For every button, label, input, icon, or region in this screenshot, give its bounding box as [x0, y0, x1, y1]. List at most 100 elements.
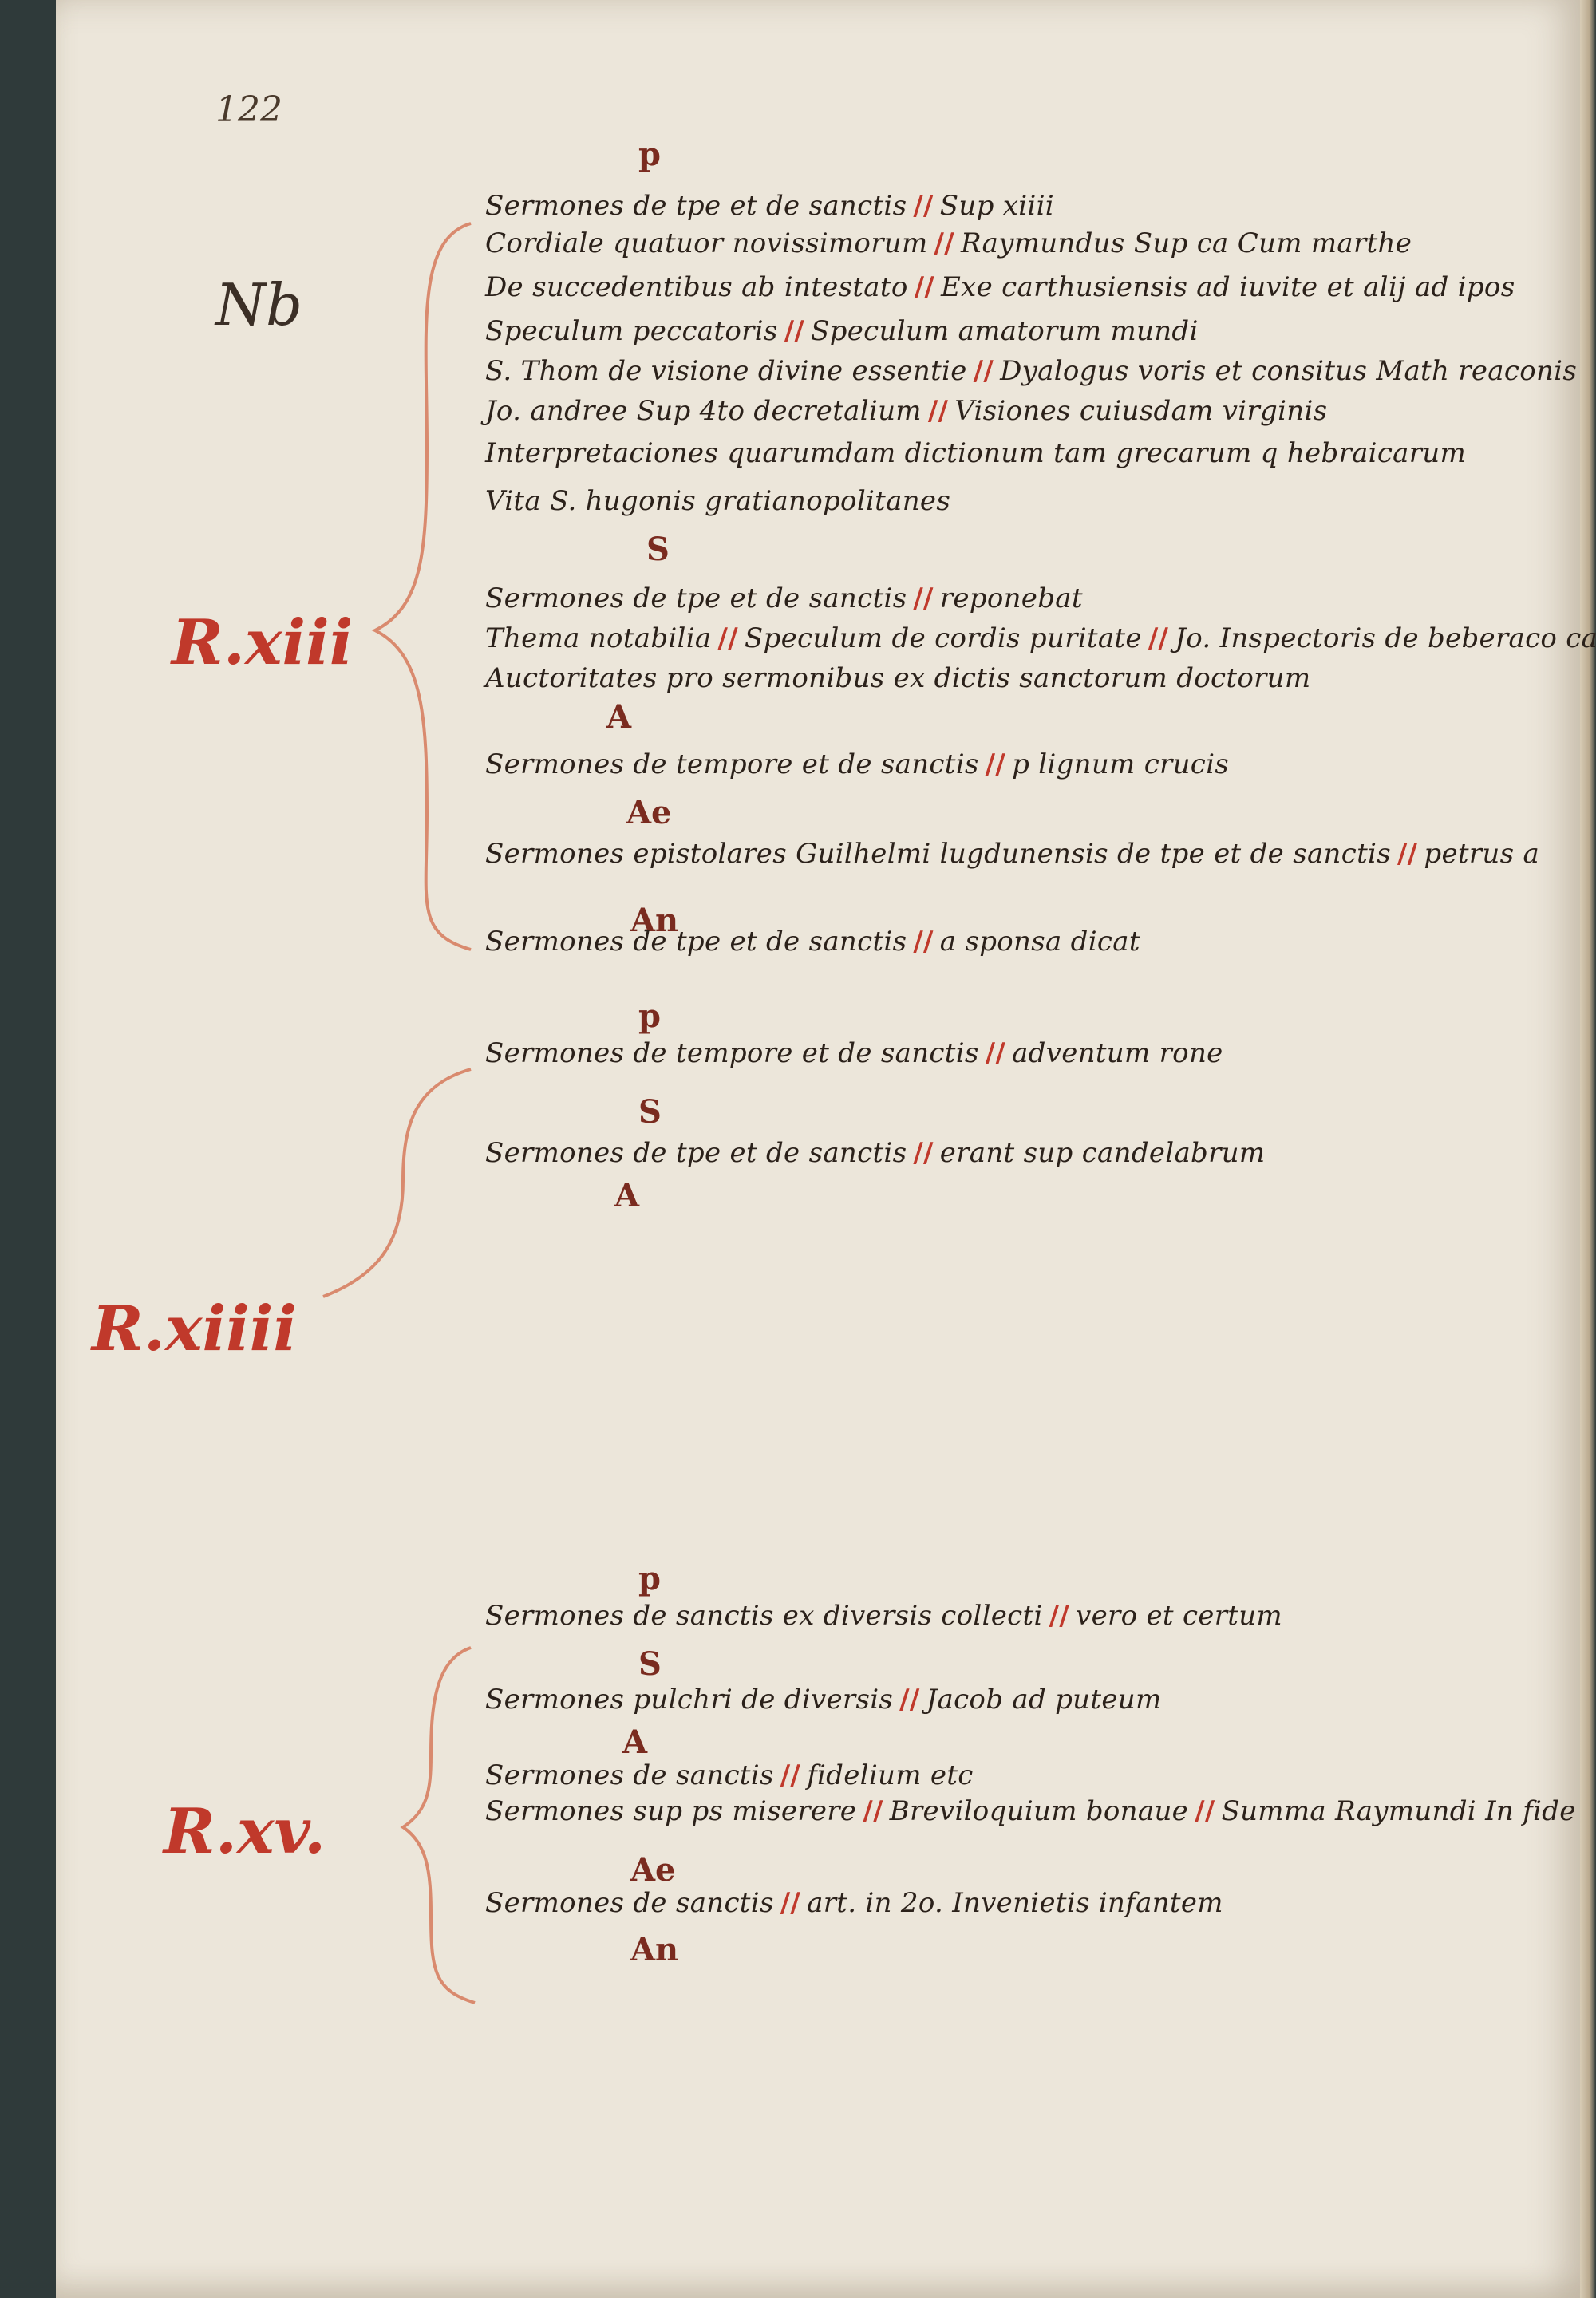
catalogue-entry-line: Vita S. hugonis gratianopolitanes	[485, 485, 950, 517]
separator-mark: //	[934, 227, 954, 259]
entry-title: Sermones epistolares Guilhelmi lugdunens…	[485, 838, 1391, 870]
entry-title: Sermones pulchri de diversis	[485, 1684, 894, 1716]
entry-title: De succedentibus ab intestato	[485, 271, 908, 303]
entry-title: Speculum amatorum mundi	[811, 315, 1199, 347]
catalogue-entry-line: Cordiale quatuor novissimorum//Raymundus…	[485, 227, 1412, 259]
catalogue-entry-line: Sermones de sanctis ex diversis collecti…	[485, 1600, 1282, 1632]
catalogue-entry-line: Sermones de tpe et de sanctis//Sup xiiii	[485, 190, 1054, 222]
catalogue-entry-line: Sermones de tpe et de sanctis//reponebat	[485, 582, 1083, 614]
separator-mark: //	[784, 315, 805, 347]
section-letter-heading: An	[630, 1931, 679, 1968]
entry-title: Sermones de sanctis	[485, 1887, 774, 1919]
catalogue-entry-line: Sermones de tempore et de sanctis//p lig…	[485, 748, 1229, 780]
catalogue-entry-line: Auctoritates pro sermonibus ex dictis sa…	[485, 662, 1310, 694]
section-letter-heading: Ae	[626, 794, 672, 831]
catalogue-entry-line: Sermones de tempore et de sanctis//adven…	[485, 1037, 1223, 1069]
section-letter-heading: p	[638, 136, 661, 173]
entry-title: adventum rone	[1012, 1037, 1223, 1069]
entry-title: Speculum peccatoris	[485, 315, 778, 347]
manuscript-page	[56, 0, 1584, 2298]
entry-title: Jo. andree Sup 4to decretalium	[485, 395, 922, 427]
separator-mark: //	[717, 622, 738, 654]
entry-title: a sponsa dicat	[939, 926, 1140, 958]
entry-title: Sermones de sanctis ex diversis collecti	[485, 1600, 1043, 1632]
entry-title: Sermones de tempore et de sanctis	[485, 1037, 979, 1069]
entry-title: Dyalogus voris et consitus Math reaconis	[1000, 355, 1578, 387]
separator-mark: //	[913, 1137, 934, 1169]
entry-title: Cordiale quatuor novissimorum	[485, 227, 928, 259]
entry-title: Jo. Inspectoris de beberaco carthus	[1175, 622, 1596, 654]
separator-mark: //	[913, 190, 934, 222]
separator-mark: //	[1049, 1600, 1070, 1632]
entry-title: petrus a	[1424, 838, 1540, 870]
catalogue-entry-line: Speculum peccatoris//Speculum amatorum m…	[485, 315, 1199, 347]
entry-title: Speculum de cordis puritate	[744, 622, 1142, 654]
entry-title: Sermones de tpe et de sanctis	[485, 582, 907, 614]
separator-mark: //	[914, 271, 935, 303]
catalogue-entry-line: De succedentibus ab intestato//Exe carth…	[485, 271, 1515, 303]
catalogue-entry-line: Jo. andree Sup 4to decretalium//Visiones…	[485, 395, 1327, 427]
entry-title: Sup xiiii	[939, 190, 1054, 222]
entry-title: Vita S. hugonis gratianopolitanes	[485, 485, 951, 517]
entry-title: art. in 2o. Invenietis infantem	[807, 1887, 1223, 1919]
section-letter-heading: S	[646, 531, 670, 568]
separator-mark: //	[973, 355, 994, 387]
separator-mark: //	[1148, 622, 1169, 654]
entry-title: Thema notabilia	[485, 622, 712, 654]
entry-title: Breviloquium bonaue	[889, 1795, 1189, 1827]
section-letter-heading: A	[606, 698, 632, 736]
catalogue-entry-line: Interpretaciones quarumdam dictionum tam…	[485, 437, 1466, 469]
section-letter-heading: p	[638, 1560, 661, 1597]
section-letter-heading: S	[638, 1093, 662, 1131]
separator-mark: //	[780, 1759, 801, 1791]
entry-title: Summa Raymundi In fide	[1221, 1795, 1576, 1827]
entry-title: Raymundus Sup ca Cum marthe	[960, 227, 1412, 259]
section-letter-heading: Ae	[630, 1851, 676, 1889]
folio-number: 122	[215, 89, 282, 130]
entry-title: S. Thom de visione divine essentie	[485, 355, 967, 387]
separator-mark: //	[1195, 1795, 1215, 1827]
separator-mark: //	[780, 1887, 801, 1919]
entry-title: Sermones sup ps miserere	[485, 1795, 857, 1827]
entry-title: reponebat	[939, 582, 1083, 614]
brace-r-xiiii	[322, 1068, 472, 1298]
entry-title: erant sup candelabrum	[939, 1137, 1266, 1169]
separator-mark: //	[913, 582, 934, 614]
page-edge	[1580, 0, 1596, 2298]
entry-title: Jacob ad puteum	[926, 1684, 1162, 1716]
catalogue-entry-line: Sermones de sanctis//art. in 2o. Invenie…	[485, 1887, 1223, 1919]
separator-mark: //	[1396, 838, 1418, 870]
entry-title: p lignum crucis	[1012, 748, 1230, 780]
entry-title: Exe carthusiensis ad iuvite et alij ad i…	[941, 271, 1515, 303]
separator-mark: //	[863, 1795, 883, 1827]
catalogue-entry-line: Sermones pulchri de diversis//Jacob ad p…	[485, 1684, 1162, 1716]
entry-title: Sermones de tpe et de sanctis	[485, 190, 907, 222]
catalogue-entry-line: Sermones de tpe et de sanctis//erant sup…	[485, 1137, 1265, 1169]
entry-title: Auctoritates pro sermonibus ex dictis sa…	[485, 662, 1311, 694]
section-letter-heading: A	[614, 1177, 640, 1214]
brace-r-xiii	[371, 222, 472, 951]
separator-mark: //	[913, 926, 934, 958]
entry-title: Visiones cuiusdam virginis	[954, 395, 1328, 427]
entry-title: fidelium etc	[807, 1759, 974, 1791]
nota-bene-mark: Nb	[215, 271, 303, 338]
shelfmark-r-xiiii: R.xiiii	[92, 1293, 298, 1365]
catalogue-entry-line: Sermones de sanctis//fidelium etc	[485, 1759, 974, 1791]
brace-r-xv	[400, 1646, 476, 2004]
catalogue-entry-line: Thema notabilia//Speculum de cordis puri…	[485, 622, 1596, 654]
shelfmark-r-xiii: R.xiii	[172, 606, 354, 679]
separator-mark: //	[985, 1037, 1006, 1069]
separator-mark: //	[985, 748, 1006, 780]
shelfmark-r-xv: R.xv.	[164, 1795, 326, 1868]
catalogue-entry-line: Sermones sup ps miserere//Breviloquium b…	[485, 1795, 1576, 1827]
catalogue-entry-line: Sermones epistolares Guilhelmi lugdunens…	[485, 838, 1539, 870]
catalogue-entry-line: Sermones de tpe et de sanctis//a sponsa …	[485, 926, 1140, 958]
entry-title: vero et certum	[1076, 1600, 1282, 1632]
entry-title: Sermones de tpe et de sanctis	[485, 926, 907, 958]
entry-title: Interpretaciones quarumdam dictionum tam…	[485, 437, 1467, 469]
entry-title: Sermones de tpe et de sanctis	[485, 1137, 907, 1169]
separator-mark: //	[899, 1684, 920, 1716]
section-letter-heading: S	[638, 1645, 662, 1683]
section-letter-heading: A	[622, 1724, 648, 1761]
